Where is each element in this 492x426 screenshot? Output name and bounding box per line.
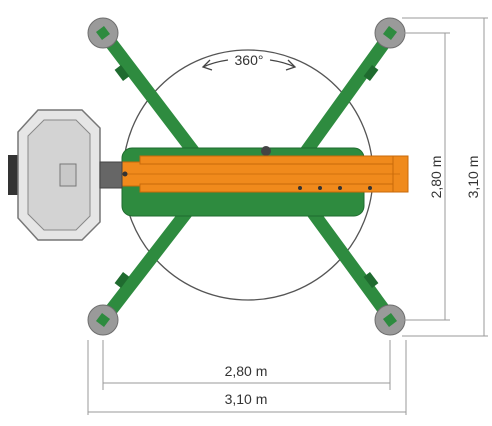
- outrigger-top-left: [98, 28, 207, 167]
- outrigger-top-right: [293, 28, 397, 167]
- telescopic-boom: [117, 155, 409, 193]
- rotation-label: 360°: [235, 52, 264, 68]
- basket-left-bar: [8, 155, 18, 195]
- work-basket: [8, 109, 123, 241]
- chassis-pivot: [261, 146, 271, 156]
- outrigger-pads: [87, 17, 406, 336]
- vertical-dimensions: [402, 17, 488, 337]
- leg-cylinders: [114, 65, 379, 288]
- boom-top-strip: [139, 155, 403, 165]
- outer-width-label: 3,10 m: [225, 391, 268, 407]
- boom-bottom-strip: [139, 183, 403, 193]
- outer-height-label: 3,10 m: [465, 156, 481, 199]
- basket-connector: [99, 161, 123, 189]
- horizontal-dimensions: [87, 340, 407, 415]
- rotation-arrows: [201, 59, 297, 71]
- inner-height-label: 2,80 m: [428, 156, 444, 199]
- inner-width-label: 2,80 m: [225, 363, 268, 379]
